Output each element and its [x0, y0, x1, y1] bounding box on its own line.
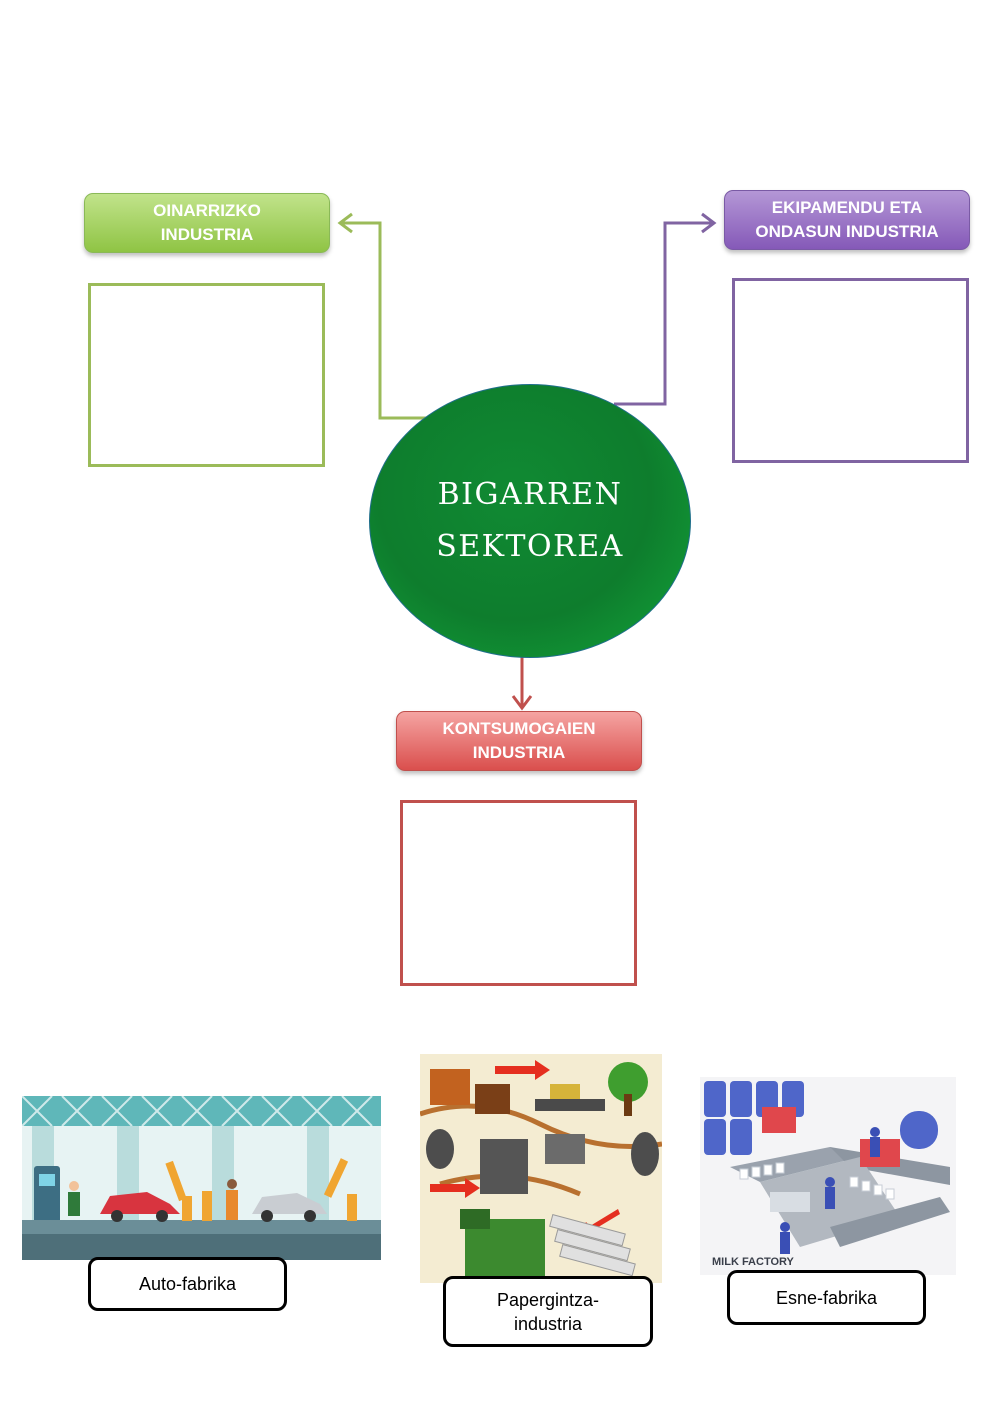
arrow-to-basic [342, 221, 428, 420]
center-title: BIGARREN SEKTOREA [436, 477, 624, 564]
car-factory-image[interactable] [22, 1096, 381, 1260]
milk-factory-sign: MILK FACTORY [712, 1256, 795, 1268]
basic-industry-label: OINARRIZKO INDUSTRIA [84, 193, 330, 253]
basic-industry-drop-zone[interactable] [88, 283, 325, 467]
milk-factory-caption: Esne-fabrika [727, 1270, 926, 1325]
consumer-industry-drop-zone[interactable] [400, 800, 637, 986]
equipment-industry-label: EKIPAMENDU ETA ONDASUN INDUSTRIA [724, 190, 970, 250]
equipment-industry-drop-zone[interactable] [732, 278, 969, 463]
paper-industry-image[interactable] [420, 1054, 662, 1283]
center-circle: BIGARREN SEKTOREA [369, 384, 691, 658]
paper-industry-caption: Papergintza- industria [443, 1276, 653, 1347]
car-factory-caption: Auto-fabrika [88, 1257, 287, 1311]
consumer-industry-label: KONTSUMOGAIEN INDUSTRIA [396, 711, 642, 771]
milk-factory-image[interactable]: MILK FACTORY [700, 1077, 956, 1275]
arrow-to-equipment [614, 221, 712, 406]
